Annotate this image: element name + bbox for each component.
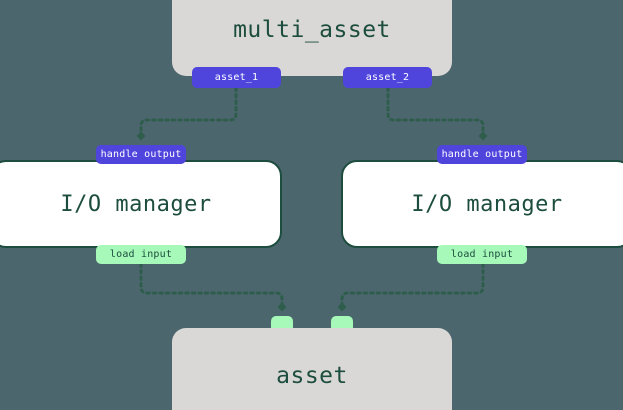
node-io-manager-left-title: I/O manager: [60, 191, 212, 217]
node-multi-asset-title: multi_asset: [233, 17, 391, 43]
output-badge-asset-1-label: asset_1: [214, 72, 259, 83]
output-badge-load-input-left-label: load input: [109, 249, 173, 260]
node-multi-asset[interactable]: multi_asset: [172, 0, 452, 76]
output-badge-load-input-right[interactable]: load input: [437, 245, 527, 264]
node-io-manager-right[interactable]: I/O manager: [341, 160, 623, 248]
output-badge-asset-1[interactable]: asset_1: [192, 67, 281, 88]
edge-load-input-right-to-asset-port-right: [337, 262, 485, 312]
edge-asset2-to-handle-output-right: [386, 86, 488, 141]
output-badge-asset-2-label: asset_2: [365, 72, 410, 83]
output-badge-asset-2[interactable]: asset_2: [343, 67, 432, 88]
edge-load-input-left-to-asset-port-left: [139, 262, 287, 312]
node-asset-title: asset: [276, 363, 348, 389]
input-badge-handle-output-left[interactable]: handle output: [96, 145, 186, 164]
node-io-manager-right-title: I/O manager: [411, 191, 563, 217]
node-io-manager-left[interactable]: I/O manager: [0, 160, 282, 248]
input-badge-handle-output-right-label: handle output: [441, 149, 523, 160]
node-asset[interactable]: asset: [172, 328, 452, 410]
input-badge-handle-output-left-label: handle output: [100, 149, 182, 160]
output-badge-load-input-left[interactable]: load input: [96, 245, 186, 264]
input-badge-handle-output-right[interactable]: handle output: [437, 145, 527, 164]
output-badge-load-input-right-label: load input: [450, 249, 514, 260]
edge-asset1-to-handle-output-left: [136, 86, 238, 141]
